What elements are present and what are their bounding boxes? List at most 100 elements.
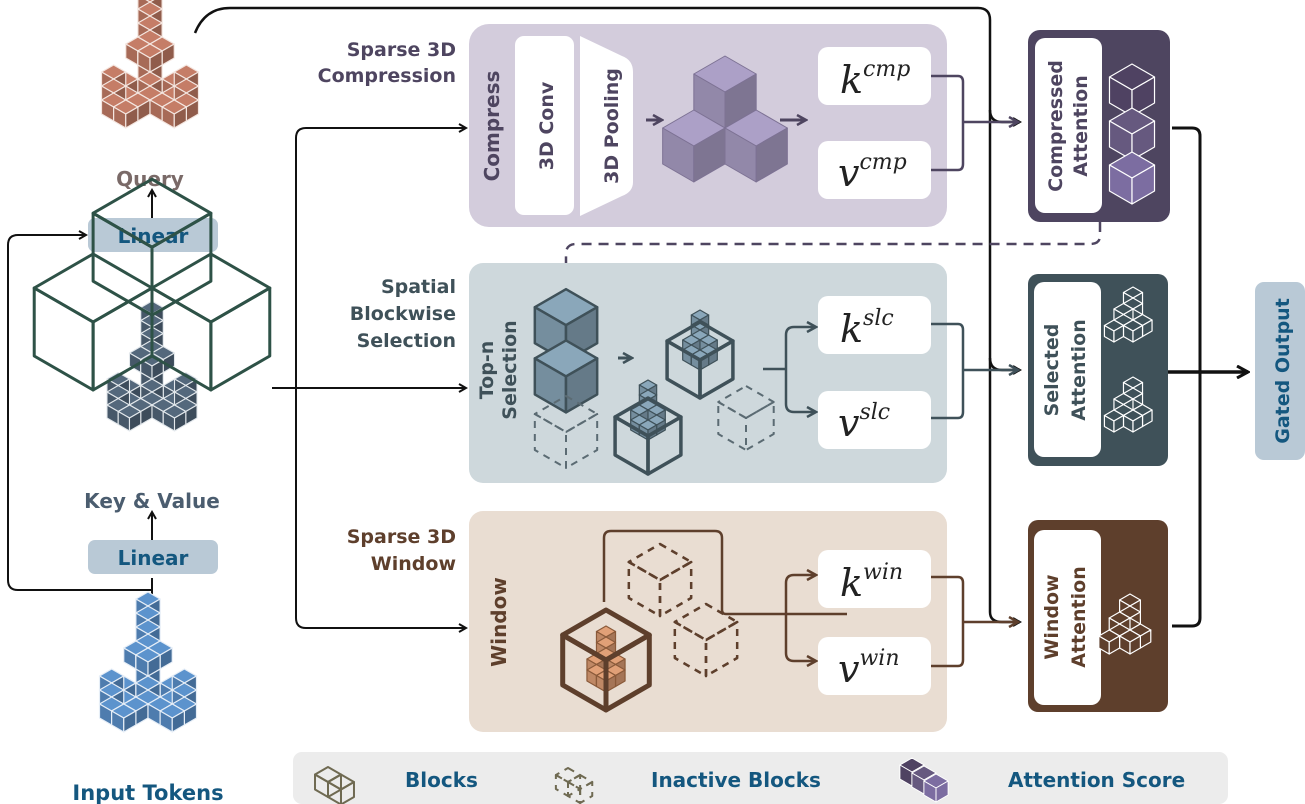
svg-text:vwin: vwin bbox=[838, 646, 900, 691]
cube-face bbox=[125, 106, 139, 129]
k-slc-box: kslc bbox=[818, 296, 931, 354]
cube-face bbox=[658, 560, 693, 618]
selection-branch: Spatial Blockwise Selection Top-n Select… bbox=[350, 263, 1018, 483]
compression-title-1: Sparse 3D bbox=[347, 39, 456, 61]
cube-face bbox=[171, 710, 185, 733]
v-win-box: vwin bbox=[818, 637, 931, 695]
legend: Blocks Inactive Blocks Attention Score bbox=[293, 752, 1228, 804]
window-attention-label-2: Attention bbox=[1068, 566, 1090, 667]
selection-title-2: Blockwise bbox=[350, 303, 456, 325]
window-branch: Sparse 3D Window Window kwin vwin bbox=[347, 511, 1018, 732]
selection-title-1: Spatial bbox=[381, 276, 456, 298]
legend-attention-score-label: Attention Score bbox=[1008, 768, 1185, 792]
cube-face bbox=[698, 339, 735, 400]
query-bus-line bbox=[193, 6, 992, 612]
legend-inactive-label: Inactive Blocks bbox=[651, 768, 821, 792]
selected-attention-block: Selected Attention bbox=[1028, 274, 1168, 466]
connectors bbox=[7, 6, 1248, 628]
svg-text:kslc: kslc bbox=[840, 306, 894, 351]
cube-face bbox=[1129, 635, 1141, 655]
query-to-compressed-attn bbox=[988, 109, 1020, 122]
selected-attention-label-1: Selected bbox=[1041, 324, 1063, 417]
cube-face bbox=[627, 542, 693, 582]
v-cmp-box: vcmp bbox=[818, 141, 931, 199]
cube-face bbox=[1108, 635, 1121, 655]
input-tokens-label: Input Tokens bbox=[72, 781, 223, 804]
svg-text:kcmp: kcmp bbox=[840, 57, 910, 102]
conv-block bbox=[515, 36, 574, 215]
cube-face bbox=[603, 632, 652, 713]
window-title-2: Window bbox=[371, 553, 456, 575]
gated-output: Gated Output bbox=[1255, 282, 1305, 460]
topn-side-label-1: Top-n bbox=[476, 341, 498, 400]
cube-face bbox=[579, 781, 594, 804]
cube-face bbox=[1132, 414, 1144, 433]
selected-blocks bbox=[613, 309, 775, 476]
cube-face bbox=[173, 106, 187, 129]
cube-face bbox=[339, 781, 355, 804]
pooling-label: 3D Pooling bbox=[601, 68, 623, 184]
key-value-figure bbox=[32, 177, 272, 432]
query-figure bbox=[100, 0, 200, 129]
gated-output-label: Gated Output bbox=[1272, 298, 1294, 444]
linear-bottom-button: Linear bbox=[88, 540, 218, 574]
cube-face bbox=[745, 401, 775, 451]
compression-branch: Sparse 3D Compression Compress 3D Conv 3… bbox=[318, 24, 1018, 227]
cube-face bbox=[717, 401, 747, 451]
cmp-score-to-selection-line bbox=[566, 222, 1102, 283]
window-panel bbox=[469, 511, 947, 732]
compression-title-2: Compression bbox=[318, 65, 456, 87]
cube-face bbox=[717, 385, 775, 419]
window-attention-blocks-icon bbox=[1098, 593, 1152, 655]
svg-text:vslc: vslc bbox=[838, 400, 890, 445]
attention-score-icon bbox=[899, 757, 949, 803]
cube-face bbox=[565, 413, 599, 469]
window-route-line bbox=[602, 529, 847, 616]
inactive-blocks-icon bbox=[554, 767, 594, 804]
cube-face bbox=[209, 286, 272, 392]
cube-face bbox=[173, 410, 187, 432]
window-side-label: Window bbox=[487, 577, 511, 667]
cmp-kv-merge-line bbox=[931, 74, 1018, 172]
window-title-1: Sparse 3D bbox=[347, 526, 456, 548]
slc-split-line bbox=[763, 335, 788, 404]
key-value-label: Key & Value bbox=[84, 489, 220, 513]
cube-face bbox=[755, 127, 788, 183]
linear-bottom-label: Linear bbox=[118, 546, 189, 570]
window-blocks bbox=[560, 542, 739, 713]
kv-to-compression-line bbox=[295, 128, 466, 388]
compressed-attention-score-icon bbox=[1108, 63, 1156, 205]
selected-attention-label-2: Attention bbox=[1068, 319, 1090, 420]
win-kv-merge-line bbox=[931, 575, 1018, 668]
slc-to-v-arrow bbox=[784, 403, 816, 412]
win-to-k-arrow bbox=[784, 575, 816, 584]
k-win-box: kwin bbox=[818, 550, 931, 608]
blocks-icon bbox=[314, 766, 355, 804]
v-slc-box: vslc bbox=[818, 391, 931, 449]
legend-blocks-label: Blocks bbox=[405, 768, 478, 792]
window-attention-block: Window Attention bbox=[1028, 520, 1168, 712]
slc-to-k-arrow bbox=[784, 327, 816, 336]
svg-text:vcmp: vcmp bbox=[838, 150, 907, 195]
cube-face bbox=[693, 127, 726, 183]
kv-to-window-line bbox=[295, 388, 466, 628]
compressed-attn-out bbox=[1172, 126, 1202, 628]
cube-face bbox=[533, 395, 599, 433]
input-to-query-linear-line bbox=[7, 235, 152, 591]
cube-face bbox=[327, 781, 342, 804]
compressed-attention-label-2: Attention bbox=[1070, 75, 1092, 176]
cube-face bbox=[673, 602, 739, 642]
cube-face bbox=[1132, 324, 1144, 343]
query-to-window-attn bbox=[988, 611, 1020, 622]
compressed-attention-label-1: Compressed bbox=[1045, 60, 1067, 192]
query-to-selected-attn bbox=[988, 357, 1020, 370]
selected-attention-blocks-icon bbox=[1103, 286, 1153, 433]
selection-title-3: Selection bbox=[357, 330, 456, 352]
cube-face bbox=[1131, 164, 1156, 205]
cube-face bbox=[646, 415, 683, 476]
cube-face bbox=[1113, 324, 1125, 343]
conv-label: 3D Conv bbox=[536, 81, 558, 170]
win-to-v-arrow bbox=[784, 652, 816, 661]
compressed-attention-block: Compressed Attention bbox=[1028, 30, 1170, 222]
